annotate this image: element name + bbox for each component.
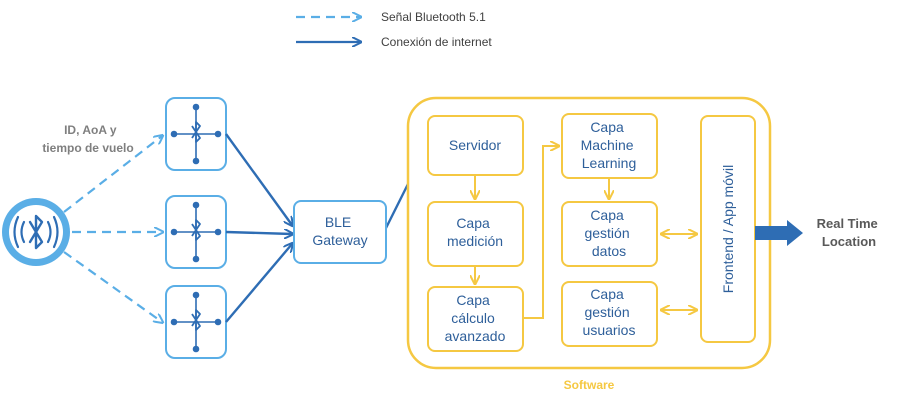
layer-calculo: Capa cálculo avanzado	[427, 286, 524, 352]
layer-frontend-label: Frontend / App móvil	[720, 165, 736, 293]
bluetooth-antenna-icon	[170, 103, 222, 165]
ble-gateway-line1: BLE	[325, 214, 351, 230]
layer-medicion-line2: medición	[447, 233, 503, 249]
layer-usuarios-line1: Capa	[590, 286, 624, 302]
output-label-line2: Location	[822, 234, 876, 249]
layer-datos-line3: datos	[592, 243, 626, 259]
layer-usuarios-line3: usuarios	[583, 322, 636, 338]
internet-arrow-middle	[225, 232, 292, 234]
bluetooth-antenna-icon	[170, 201, 222, 263]
ble-gateway-line2: Gateway	[312, 232, 367, 248]
arrow-calculo-to-ml	[524, 146, 558, 319]
layer-gestion-usuarios: Capa gestión usuarios	[561, 281, 658, 347]
layer-ml-line2: Machine	[581, 137, 634, 153]
layer-gestion-datos: Capa gestión datos	[561, 201, 658, 267]
legend: Señal Bluetooth 5.1 Conexión de internet	[296, 10, 492, 49]
layer-datos-label: Capa gestión datos	[584, 207, 633, 259]
ble-gateway-label: BLE Gateway	[312, 214, 367, 248]
layer-medicion: Capa medición	[427, 201, 524, 267]
layer-servidor: Servidor	[427, 115, 524, 176]
signal-label-line1: ID, AoA y	[64, 123, 117, 137]
layer-servidor-label: Servidor	[449, 137, 501, 153]
anchor-top	[165, 97, 227, 171]
software-label: Software	[564, 378, 615, 392]
anchor-bottom	[165, 285, 227, 359]
layer-ml-label: Capa Machine Learning	[581, 119, 638, 171]
layer-datos-line1: Capa	[590, 207, 624, 223]
layer-usuarios-line2: gestión	[584, 304, 629, 320]
anchor-middle	[165, 195, 227, 269]
ble-gateway: BLE Gateway	[293, 200, 387, 264]
bluetooth-beacon-icon	[2, 198, 70, 266]
layer-datos-line2: gestión	[584, 225, 629, 241]
output-arrow	[755, 220, 803, 246]
legend-internet-label: Conexión de internet	[381, 35, 492, 49]
bluetooth-antenna-icon	[170, 291, 222, 353]
layer-frontend: Frontend / App móvil	[700, 115, 756, 343]
internet-arrow-bottom	[225, 244, 292, 323]
layer-medicion-label: Capa medición	[447, 215, 503, 249]
layer-medicion-line1: Capa	[456, 215, 490, 231]
output-label: Real Time Location	[817, 216, 882, 249]
bluetooth-arrow-top	[63, 136, 162, 213]
layer-ml-line3: Learning	[582, 155, 637, 171]
layer-usuarios-label: Capa gestión usuarios	[583, 286, 636, 338]
signal-label: ID, AoA y tiempo de vuelo	[42, 123, 133, 155]
layer-machine-learning: Capa Machine Learning	[561, 113, 658, 179]
layer-calculo-line1: Capa	[456, 292, 490, 308]
layer-calculo-line2: cálculo	[451, 310, 495, 326]
layer-ml-line1: Capa	[590, 119, 624, 135]
output-label-line1: Real Time	[817, 216, 878, 231]
bluetooth-signal-arrows	[63, 136, 162, 322]
internet-arrow-top	[225, 133, 292, 225]
legend-bluetooth-label: Señal Bluetooth 5.1	[381, 10, 486, 24]
signal-label-line2: tiempo de vuelo	[42, 141, 133, 155]
layer-calculo-line3: avanzado	[445, 328, 506, 344]
software-flow-arrows	[475, 146, 696, 319]
layer-calculo-label: Capa cálculo avanzado	[445, 292, 506, 344]
bluetooth-arrow-bottom	[63, 251, 162, 322]
